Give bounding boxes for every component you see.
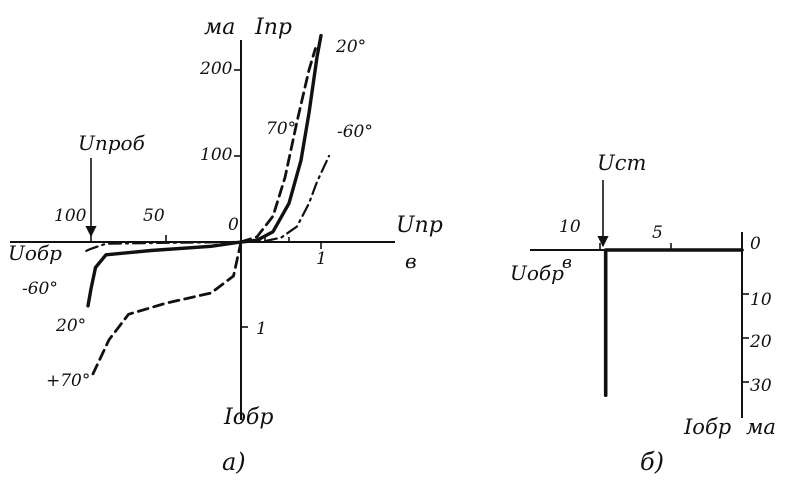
chart-a-x-tick-100: 100: [54, 206, 87, 226]
chart-b-ticks: [599, 243, 749, 383]
chart-a-x-pos-label: Uпр: [396, 213, 443, 238]
chart-b-y-tick-0: 0: [750, 234, 761, 254]
chart-a: ма Iпр 200 100 1 Iобр 0 Uпр в 1 50 100 U…: [8, 15, 443, 476]
curve-label-70-forward: 70°: [266, 119, 296, 139]
chart-a-series-2-reverse: [82, 240, 243, 254]
chart-a-y-tick-neg-1: 1: [256, 319, 267, 339]
chart-b-y-neg-label: Iобр: [683, 415, 731, 439]
curve-label-20-reverse: 20°: [55, 316, 86, 336]
chart-a-x-tick-1: 1: [316, 249, 327, 269]
chart-b-x-tick-5: 5: [652, 223, 663, 243]
curve-label-neg60-forward: -60°: [337, 122, 373, 142]
chart-a-x-tick-50: 50: [143, 206, 165, 226]
chart-b-series-0: [603, 248, 744, 397]
chart-a-series-1-forward: [239, 47, 317, 244]
chart-a-y-tick-200: 200: [199, 59, 233, 79]
chart-b-x-neg-label: Uобр: [510, 261, 564, 285]
chart-b-x-tick-10: 10: [559, 217, 581, 237]
curve-label-20-forward: 20°: [335, 37, 366, 57]
chart-a-ticks: [90, 69, 322, 328]
chart-b-curves: [603, 248, 744, 397]
chart-b-y-tick-10: 10: [750, 290, 772, 310]
chart-b-caption: б): [640, 448, 664, 476]
chart-a-y-neg-label: Iобр: [223, 405, 273, 430]
chart-a-series-0-reverse: [86, 240, 243, 308]
chart-a-series-2-forward: [239, 154, 331, 244]
chart-b-x-neg-unit: в: [562, 253, 572, 273]
chart-b-y-tick-30: 30: [750, 376, 772, 396]
curve-label-70-reverse: +70°: [46, 371, 90, 391]
chart-b-y-neg-unit: ма: [746, 415, 776, 439]
curve-label-neg60-reverse: -60°: [22, 279, 58, 299]
chart-a-curves: [82, 33, 331, 380]
chart-a-caption: а): [222, 448, 246, 476]
chart-a-y-unit: ма: [204, 15, 235, 40]
chart-b-stab-label: Uст: [597, 151, 646, 175]
chart-a-y-pos-label: Iпр: [254, 15, 292, 40]
chart-a-x-pos-unit: в: [405, 249, 417, 273]
chart-b-y-tick-20: 20: [749, 332, 772, 352]
chart-a-series-1-reverse: [89, 240, 243, 380]
chart-a-series-0-forward: [239, 33, 323, 244]
chart-b: Uст 10 5 Uобр в 0 10 20 30 Iобр ма б): [510, 151, 776, 476]
chart-a-x-neg-label: Uобр: [8, 241, 62, 265]
chart-a-y-tick-100: 100: [200, 145, 233, 165]
chart-a-breakdown-label: Uпроб: [78, 131, 146, 155]
chart-a-origin-label: 0: [228, 215, 239, 235]
